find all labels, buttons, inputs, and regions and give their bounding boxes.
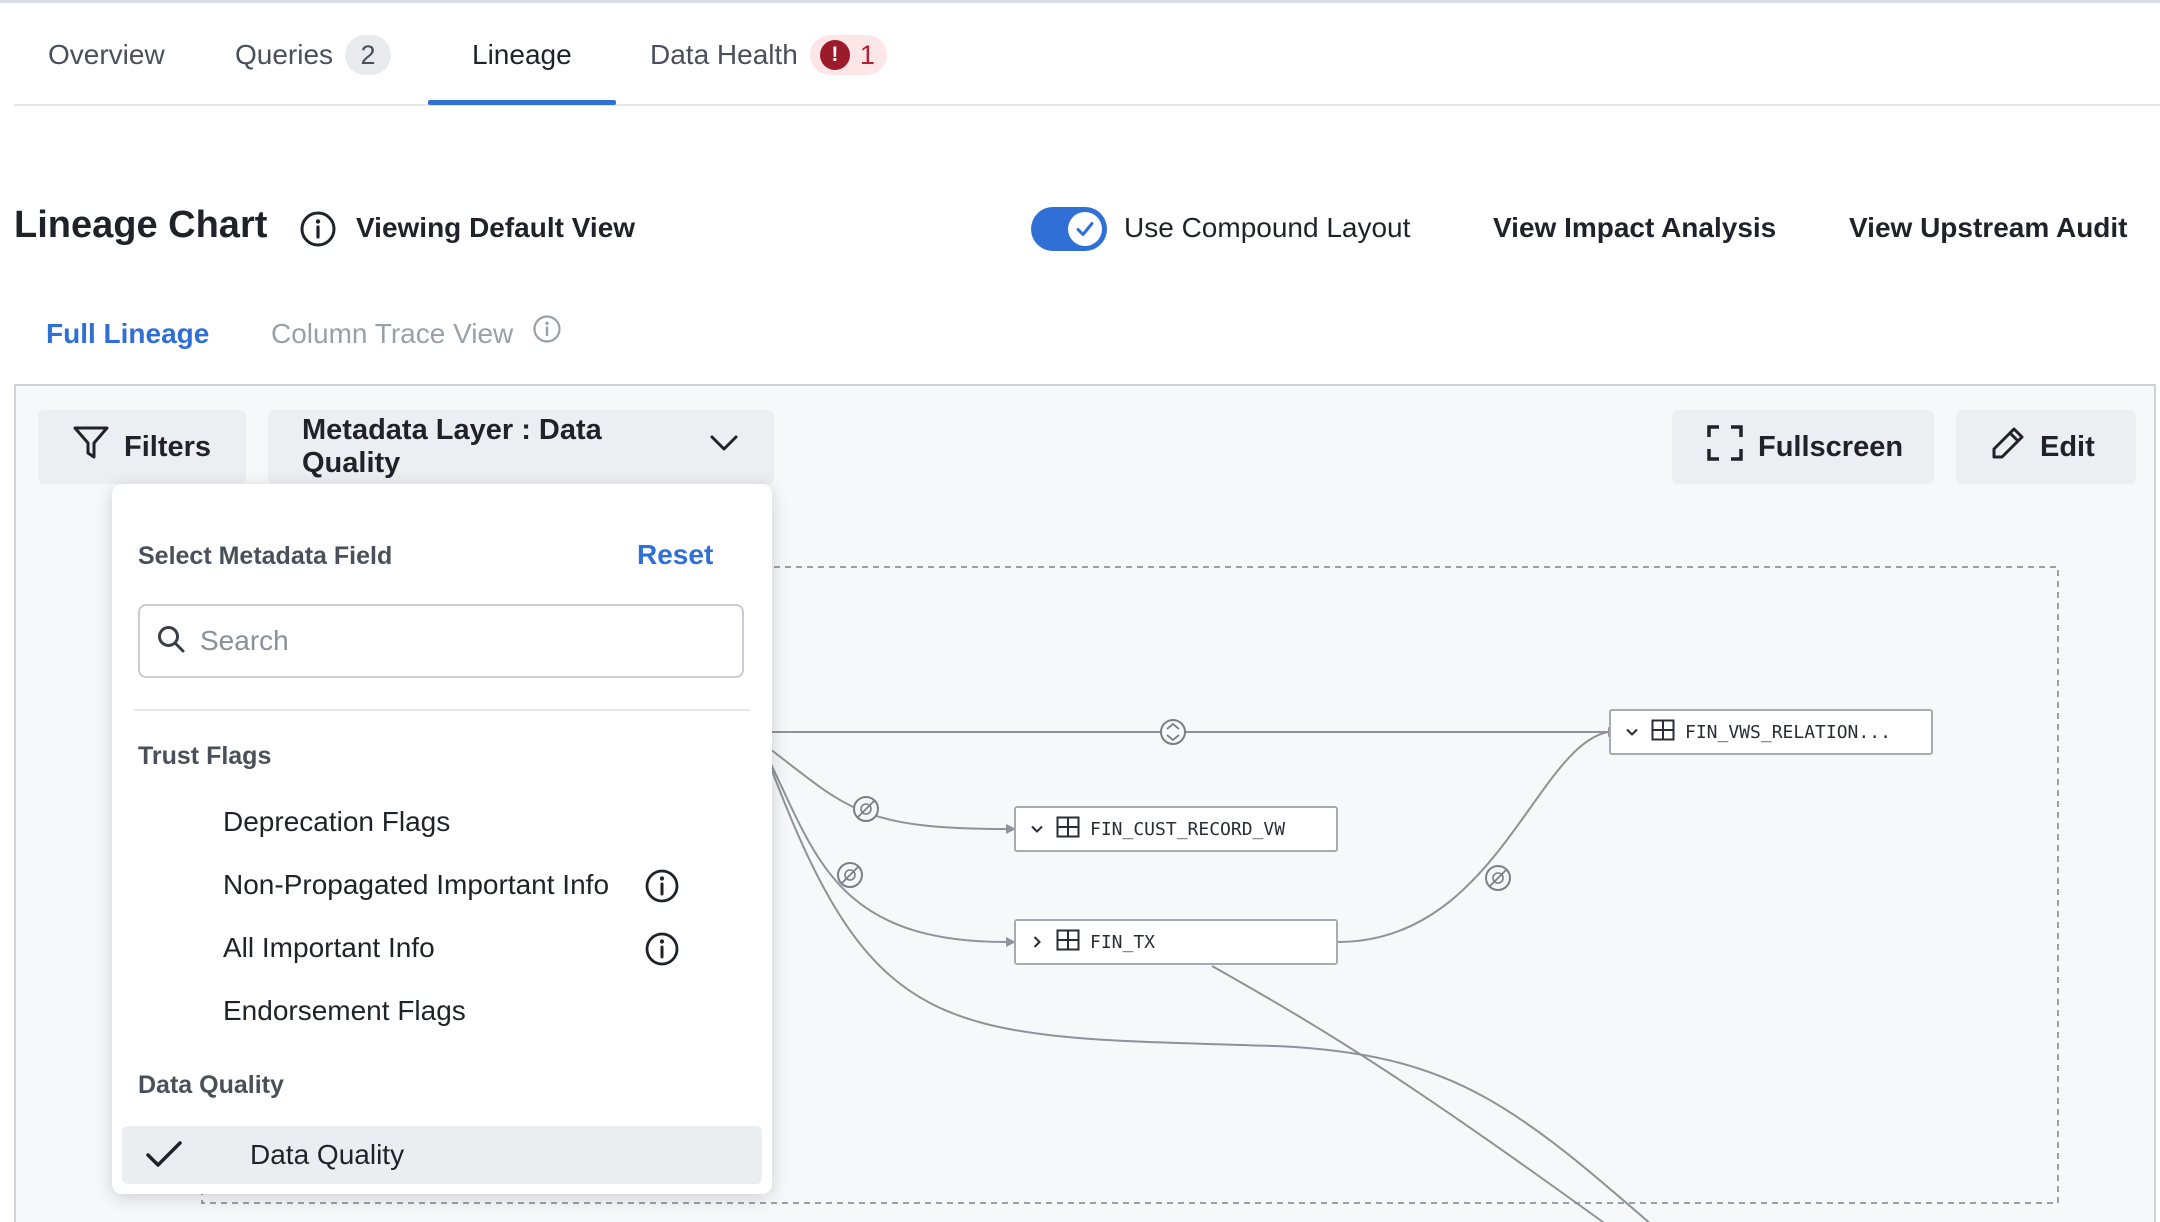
chevron-down-icon[interactable] bbox=[1623, 724, 1641, 740]
active-tab-indicator bbox=[428, 100, 616, 105]
view-impact-analysis-link[interactable]: View Impact Analysis bbox=[1493, 212, 1777, 243]
tab-overview[interactable]: Overview bbox=[48, 4, 165, 106]
group-label-trust-flags: Trust Flags bbox=[138, 742, 272, 770]
tab-label: Queries bbox=[235, 39, 334, 70]
search-input[interactable] bbox=[200, 625, 720, 657]
info-icon[interactable] bbox=[644, 868, 680, 909]
edge-badge-icon bbox=[1160, 719, 1186, 745]
lineage-node[interactable]: FIN_VWS_RELATION... bbox=[1609, 709, 1933, 755]
metadata-layer-label: Metadata Layer : Data Quality bbox=[302, 414, 602, 479]
subtab-full-lineage[interactable]: Full Lineage bbox=[46, 318, 210, 349]
metadata-layer-dropdown[interactable]: Metadata Layer : Data Quality bbox=[268, 410, 774, 484]
toggle-knob bbox=[1068, 212, 1102, 246]
tab-label: Overview bbox=[48, 39, 165, 70]
metadata-field-dropdown: Select Metadata Field Reset Trust Flags … bbox=[112, 484, 772, 1194]
option-all-important-info[interactable]: All Important Info bbox=[223, 932, 435, 963]
node-name: FIN_TX bbox=[1090, 931, 1156, 953]
option-endorsement-flags[interactable]: Endorsement Flags bbox=[223, 995, 466, 1026]
fullscreen-label: Fullscreen bbox=[1758, 430, 1904, 463]
table-icon bbox=[1056, 929, 1080, 956]
edge-badge-icon bbox=[837, 862, 863, 888]
dropdown-title: Select Metadata Field bbox=[138, 542, 393, 570]
tab-bar: Overview Queries 2 Lineage Data Health !… bbox=[14, 4, 2160, 106]
lineage-node[interactable]: FIN_CUST_RECORD_VW bbox=[1014, 806, 1338, 852]
info-icon[interactable] bbox=[298, 209, 338, 249]
data-health-badge: ! 1 bbox=[809, 35, 887, 75]
option-label: Data Quality bbox=[250, 1139, 405, 1170]
table-icon bbox=[1651, 719, 1675, 746]
edge bbox=[1211, 965, 1605, 1222]
filter-icon bbox=[72, 424, 110, 470]
view-selector[interactable]: Viewing Default View bbox=[356, 212, 636, 243]
table-icon bbox=[1056, 816, 1080, 843]
edge-badge-icon bbox=[1485, 865, 1511, 891]
edit-button[interactable]: Edit bbox=[1956, 410, 2136, 484]
subtab-column-trace-view[interactable]: Column Trace View bbox=[271, 318, 514, 349]
check-icon bbox=[1076, 222, 1094, 236]
reset-button[interactable]: Reset bbox=[637, 539, 714, 570]
search-icon bbox=[156, 624, 186, 659]
queries-count-badge: 2 bbox=[345, 35, 392, 75]
filters-button[interactable]: Filters bbox=[38, 410, 246, 484]
info-icon[interactable] bbox=[644, 931, 680, 972]
edge-arrow bbox=[1006, 937, 1016, 947]
data-health-count: 1 bbox=[859, 39, 875, 70]
edge bbox=[1337, 731, 1609, 943]
edit-label: Edit bbox=[2040, 430, 2095, 463]
tab-data-health[interactable]: Data Health ! 1 bbox=[650, 4, 887, 106]
edge bbox=[765, 745, 1007, 830]
group-label-data-quality: Data Quality bbox=[138, 1071, 284, 1099]
tab-label: Lineage bbox=[472, 39, 572, 70]
check-icon bbox=[144, 1138, 184, 1177]
edge bbox=[770, 767, 1651, 1222]
chevron-down-icon bbox=[708, 427, 740, 467]
pencil-icon bbox=[1990, 425, 2026, 469]
chevron-right-icon[interactable] bbox=[1028, 934, 1046, 950]
chevron-down-icon[interactable] bbox=[1028, 821, 1046, 837]
option-data-quality[interactable]: Data Quality bbox=[122, 1126, 762, 1184]
divider bbox=[134, 709, 750, 711]
tab-lineage[interactable]: Lineage bbox=[472, 4, 572, 106]
search-field bbox=[138, 604, 744, 678]
fullscreen-icon bbox=[1706, 424, 1744, 470]
node-name: FIN_CUST_RECORD_VW bbox=[1090, 818, 1286, 840]
view-upstream-audit-link[interactable]: View Upstream Audit bbox=[1849, 212, 2128, 243]
option-deprecation-flags[interactable]: Deprecation Flags bbox=[223, 806, 451, 837]
tab-label: Data Health bbox=[650, 39, 798, 70]
compound-layout-toggle[interactable] bbox=[1031, 207, 1107, 251]
edge-arrow bbox=[1006, 824, 1016, 834]
option-non-propagated-important-info[interactable]: Non-Propagated Important Info bbox=[223, 869, 610, 900]
top-border bbox=[0, 0, 2160, 3]
edge-badge-icon bbox=[853, 796, 879, 822]
info-icon[interactable] bbox=[532, 314, 562, 344]
compound-layout-label: Use Compound Layout bbox=[1124, 212, 1411, 243]
alert-icon: ! bbox=[819, 40, 850, 70]
fullscreen-button[interactable]: Fullscreen bbox=[1672, 410, 1934, 484]
page-title: Lineage Chart bbox=[14, 204, 268, 246]
tab-queries[interactable]: Queries 2 bbox=[235, 4, 392, 106]
node-name: FIN_VWS_RELATION... bbox=[1685, 721, 1891, 743]
edge bbox=[767, 757, 1007, 943]
lineage-node[interactable]: FIN_TX bbox=[1014, 919, 1338, 965]
filters-label: Filters bbox=[124, 430, 212, 463]
